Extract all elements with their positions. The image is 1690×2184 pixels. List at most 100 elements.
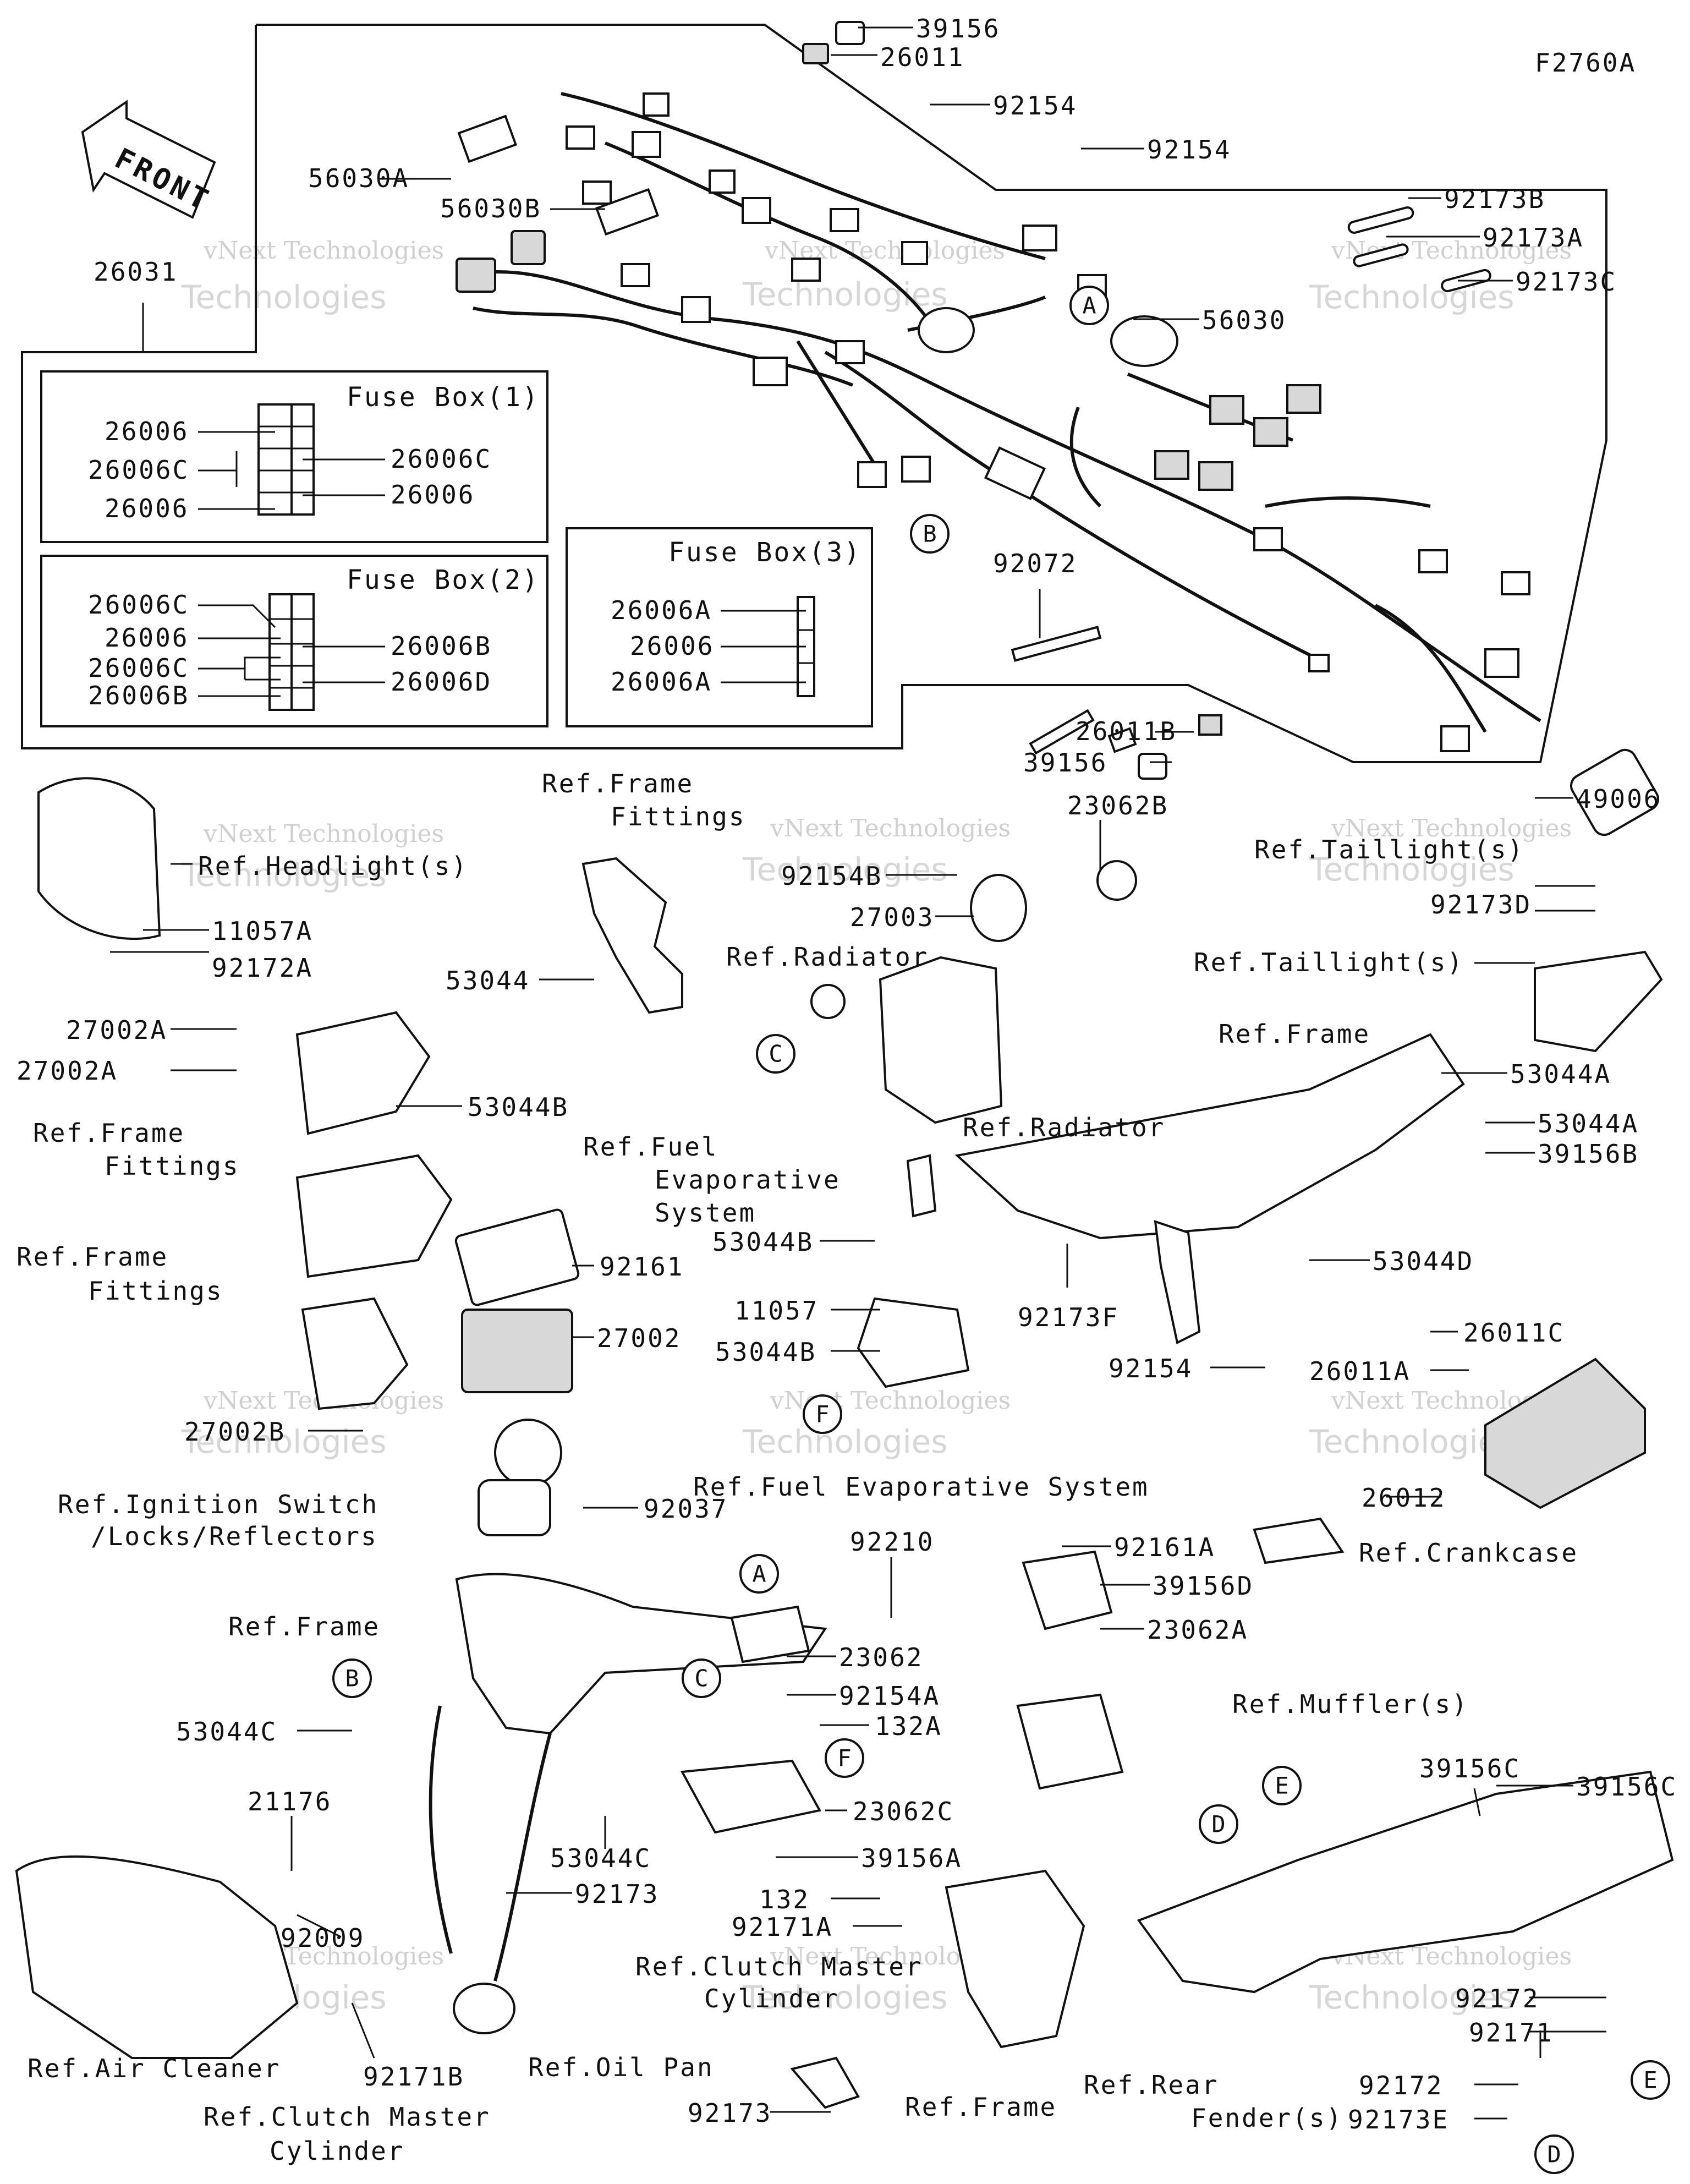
- ref-label: Ref.Crankcase: [1359, 1538, 1578, 1568]
- part-label: 92154A: [839, 1681, 940, 1711]
- ref-label: Evaporative: [655, 1165, 841, 1195]
- fuse-label: 26006: [630, 631, 714, 661]
- ref-label: Ref.Radiator: [963, 1113, 1165, 1142]
- ref-label-group: Ref.Headlight(s) Ref.Frame Fittings Ref.…: [17, 769, 1578, 2166]
- ref-label: Ref.Frame: [1219, 1019, 1370, 1049]
- part-label: 11057A: [212, 916, 313, 946]
- part-label: 53044C: [176, 1717, 277, 1747]
- part-label: 92173D: [1430, 890, 1532, 919]
- part-label: 39156: [1023, 748, 1107, 778]
- ref-label: Ref.Fuel: [583, 1132, 718, 1162]
- watermark-text: Technologies: [742, 851, 948, 888]
- part-label: 92173B: [1444, 184, 1545, 214]
- callout-circle: [910, 514, 950, 554]
- figure-id: F2760A: [1535, 48, 1636, 78]
- watermark-text: Technologies: [181, 1423, 387, 1460]
- fuse-label: 26006C: [88, 590, 189, 620]
- watermark-group: vNext Technologies Technologies vNext Te…: [181, 237, 1572, 2016]
- watermark-text: vNext Technologies: [203, 820, 444, 848]
- ref-label: Ref.Air Cleaner: [28, 2054, 281, 2083]
- callout-group: A B C F A B C F D E D E: [332, 286, 1670, 2174]
- callout-label: B: [923, 521, 936, 548]
- part-label: 26011A: [1309, 1356, 1411, 1386]
- fuse-label: 26006: [105, 623, 189, 653]
- watermark-text: vNext Technologies: [770, 814, 1011, 842]
- part-label: 92171: [1469, 2018, 1553, 2048]
- ref-label: Ref.Clutch Master: [635, 1952, 923, 1982]
- callout-label: B: [345, 1665, 359, 1692]
- ref-label: Ref.Rear: [1084, 2070, 1219, 2100]
- part-label: 23062B: [1067, 791, 1168, 820]
- part-label: 92171B: [363, 2062, 464, 2092]
- part-label: 27002A: [17, 1056, 118, 1086]
- watermark-text: Technologies: [742, 1423, 948, 1460]
- callout-label: D: [1547, 2141, 1561, 2168]
- part-label: 56030B: [440, 194, 541, 223]
- callout-circle: [1069, 286, 1109, 325]
- callout-label: E: [1275, 1772, 1288, 1799]
- ref-label: Fittings: [105, 1151, 240, 1181]
- part-label: 26012: [1362, 1483, 1446, 1513]
- part-label: 23062A: [1147, 1615, 1248, 1645]
- part-label: 53044B: [468, 1092, 569, 1122]
- callout-circle: [825, 1738, 864, 1778]
- part-label: 39156D: [1153, 1571, 1254, 1601]
- ref-label: Ref.Muffler(s): [1232, 1689, 1469, 1719]
- part-label: 39156C: [1419, 1754, 1521, 1783]
- part-label: 92173A: [1483, 223, 1584, 253]
- ref-label: Ref.Headlight(s): [198, 851, 468, 881]
- watermark-text: vNext Technologies: [1331, 814, 1572, 842]
- part-label: 26011C: [1463, 1318, 1565, 1348]
- part-label: 23062C: [853, 1797, 954, 1826]
- watermark-text: Technologies: [1309, 1979, 1515, 2016]
- part-label: 92173: [688, 2098, 772, 2128]
- part-label: 53044: [446, 966, 530, 995]
- ref-label: Cylinder: [270, 2136, 405, 2166]
- ref-label: Ref.Frame: [905, 2092, 1057, 2122]
- part-label: 27002A: [66, 1015, 167, 1045]
- callout-label: E: [1643, 2067, 1657, 2094]
- part-label: 11057: [734, 1296, 819, 1326]
- watermark-text: Technologies: [742, 276, 948, 313]
- part-label: 27003: [850, 902, 934, 932]
- watermark-text: Technologies: [181, 278, 387, 316]
- fuse-box-title: Fuse Box(2): [347, 565, 540, 595]
- part-label: 92173: [575, 1879, 659, 1909]
- fuse-label: 26006A: [611, 667, 712, 697]
- fuse-label: 26006B: [88, 681, 189, 710]
- part-label: 92173E: [1348, 2105, 1449, 2134]
- part-label: 53044D: [1373, 1246, 1474, 1276]
- part-label: 39156: [916, 14, 1000, 43]
- ref-label: /Locks/Reflectors: [91, 1521, 378, 1551]
- ref-label: Ref.Radiator: [726, 942, 929, 972]
- part-label: 92161: [600, 1252, 684, 1282]
- watermark-text: Technologies: [742, 1979, 948, 2016]
- callout-circle: [1199, 1804, 1238, 1844]
- main-wiring-harness: [456, 21, 1659, 836]
- part-label: 27002B: [184, 1417, 286, 1447]
- part-label: 39156C: [1576, 1772, 1677, 1802]
- part-label: 49006: [1576, 784, 1660, 814]
- callout-circle: [756, 1034, 795, 1074]
- front-arrow-icon: FRONT: [81, 100, 216, 219]
- part-label: 53044C: [550, 1843, 651, 1873]
- ref-label: Ref.Oil Pan: [528, 2052, 714, 2082]
- part-label: 23062: [839, 1643, 923, 1672]
- watermark-text: Technologies: [181, 856, 387, 894]
- part-label: 26011: [880, 42, 964, 72]
- watermark-text: Technologies: [1309, 1423, 1515, 1460]
- fuse-label: 26006C: [88, 653, 189, 683]
- ref-label: Fittings: [611, 802, 746, 831]
- callout-label: F: [815, 1401, 829, 1428]
- part-label: 92154B: [781, 861, 882, 891]
- part-label-group: 39156 26011 92154 92154 56030A 56030B 92…: [17, 14, 1677, 2134]
- fuse-label: 26006: [391, 480, 475, 510]
- fuse-label: 26006: [105, 494, 189, 523]
- callout-label: C: [769, 1041, 782, 1068]
- ref-label: Fender(s): [1191, 2103, 1343, 2133]
- part-label: 26031: [94, 257, 178, 287]
- ref-label: Ref.Frame: [542, 769, 694, 798]
- ref-label: Ref.Taillight(s): [1254, 835, 1524, 864]
- ref-label: Cylinder: [704, 1984, 839, 2013]
- watermark-text: Technologies: [1309, 851, 1515, 888]
